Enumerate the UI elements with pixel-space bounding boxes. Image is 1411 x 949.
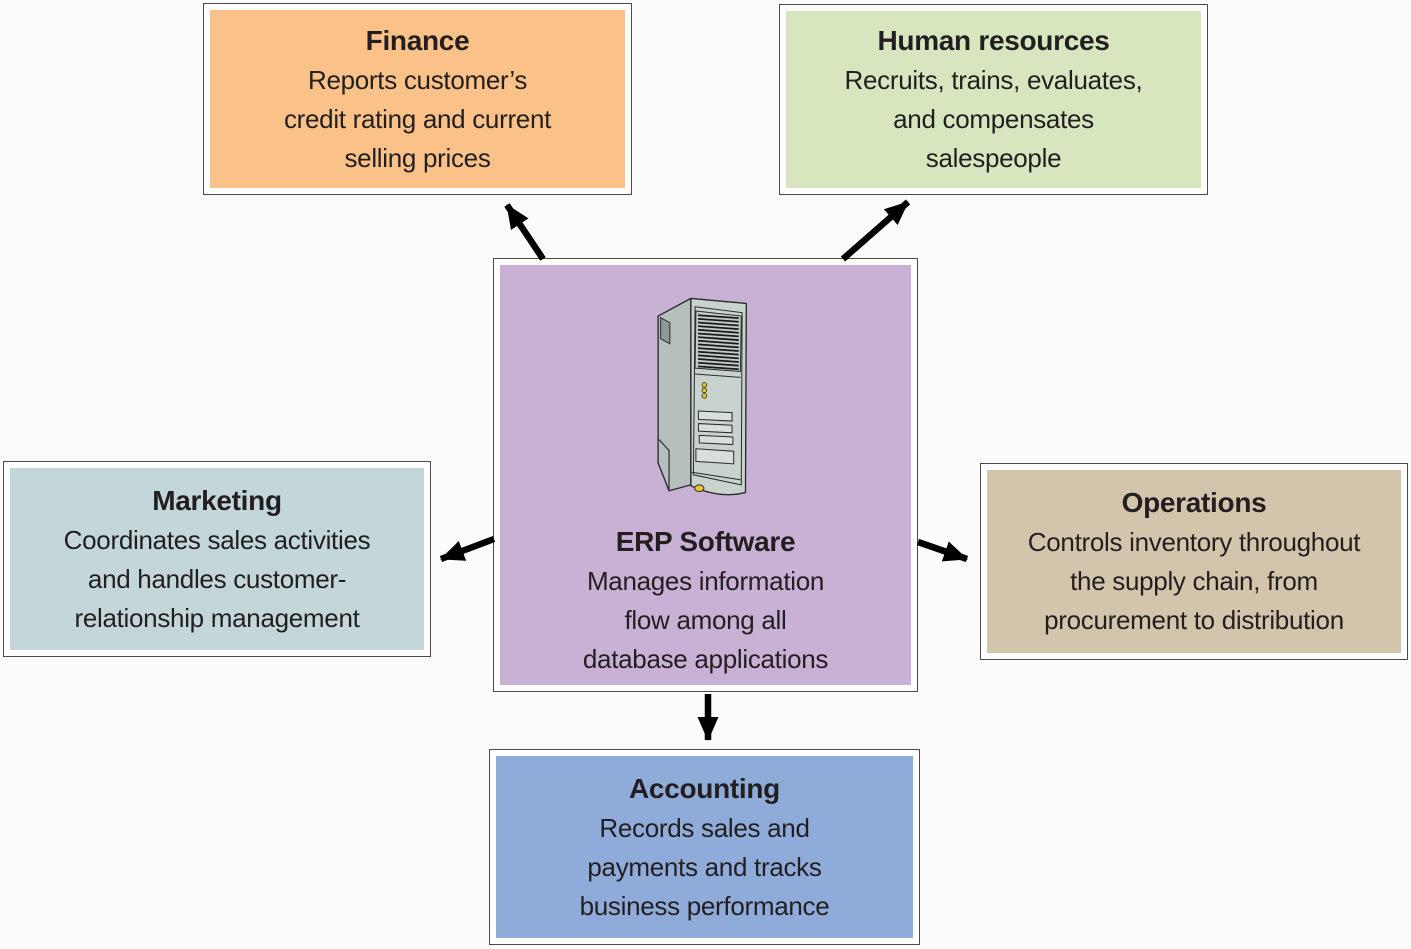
erp-software-box: ERP Software Manages information flow am… — [493, 258, 918, 692]
human-resources-body-line: salespeople — [925, 143, 1062, 173]
erp-software-title: ERP Software — [615, 525, 796, 557]
operations-box: Operations Controls inventory throughout… — [980, 463, 1408, 660]
erp-software-body-line: flow among all — [624, 604, 787, 635]
operations-body-line: Controls inventory throughout — [1027, 527, 1361, 557]
erp-software-body-line: Manages information — [586, 565, 825, 596]
human-resources-box: Human resources Recruits, trains, evalua… — [779, 4, 1208, 195]
human-resources-body-line: Recruits, trains, evaluates, — [844, 65, 1143, 95]
server-tower-icon — [656, 297, 747, 495]
marketing-body-line: Coordinates sales activities — [63, 524, 371, 555]
operations-body-line: the supply chain, from — [1070, 566, 1318, 596]
operations-box-fill: Operations Controls inventory throughout… — [987, 470, 1401, 653]
human-resources-body-line: and compensates — [893, 104, 1094, 134]
arrow-center-to-operations — [916, 538, 969, 563]
finance-body-line: selling prices — [344, 142, 491, 173]
accounting-body-line: payments and tracks — [587, 851, 822, 882]
arrow-center-to-finance — [504, 203, 546, 261]
finance-body-line: Reports customer’s — [307, 64, 528, 95]
erp-software-body-line: database applications — [582, 643, 829, 674]
marketing-body-line: and handles customer- — [87, 563, 347, 594]
marketing-body-line: relationship management — [74, 602, 360, 633]
human-resources-box-fill: Human resources Recruits, trains, evalua… — [786, 11, 1201, 188]
finance-box-fill: Finance Reports customer’s credit rating… — [210, 10, 625, 188]
operations-body-line: procurement to distribution — [1044, 605, 1344, 635]
finance-box: Finance Reports customer’s credit rating… — [203, 3, 632, 195]
arrow-center-to-human-resources — [840, 199, 911, 262]
arrow-center-to-marketing — [439, 535, 496, 563]
erp-software-box-fill: ERP Software Manages information flow am… — [500, 265, 911, 685]
accounting-box: Accounting Records sales and payments an… — [489, 749, 920, 945]
operations-title: Operations — [1121, 487, 1267, 518]
finance-title: Finance — [365, 24, 470, 56]
marketing-title: Marketing — [152, 484, 282, 516]
marketing-box: Marketing Coordinates sales activities a… — [3, 461, 431, 657]
accounting-body-line: Records sales and — [599, 812, 810, 843]
finance-body-line: credit rating and current — [283, 103, 552, 134]
accounting-title: Accounting — [629, 772, 780, 804]
accounting-box-fill: Accounting Records sales and payments an… — [496, 756, 913, 938]
human-resources-title: Human resources — [877, 25, 1110, 56]
accounting-body-line: business performance — [579, 890, 830, 921]
marketing-box-fill: Marketing Coordinates sales activities a… — [10, 468, 424, 650]
